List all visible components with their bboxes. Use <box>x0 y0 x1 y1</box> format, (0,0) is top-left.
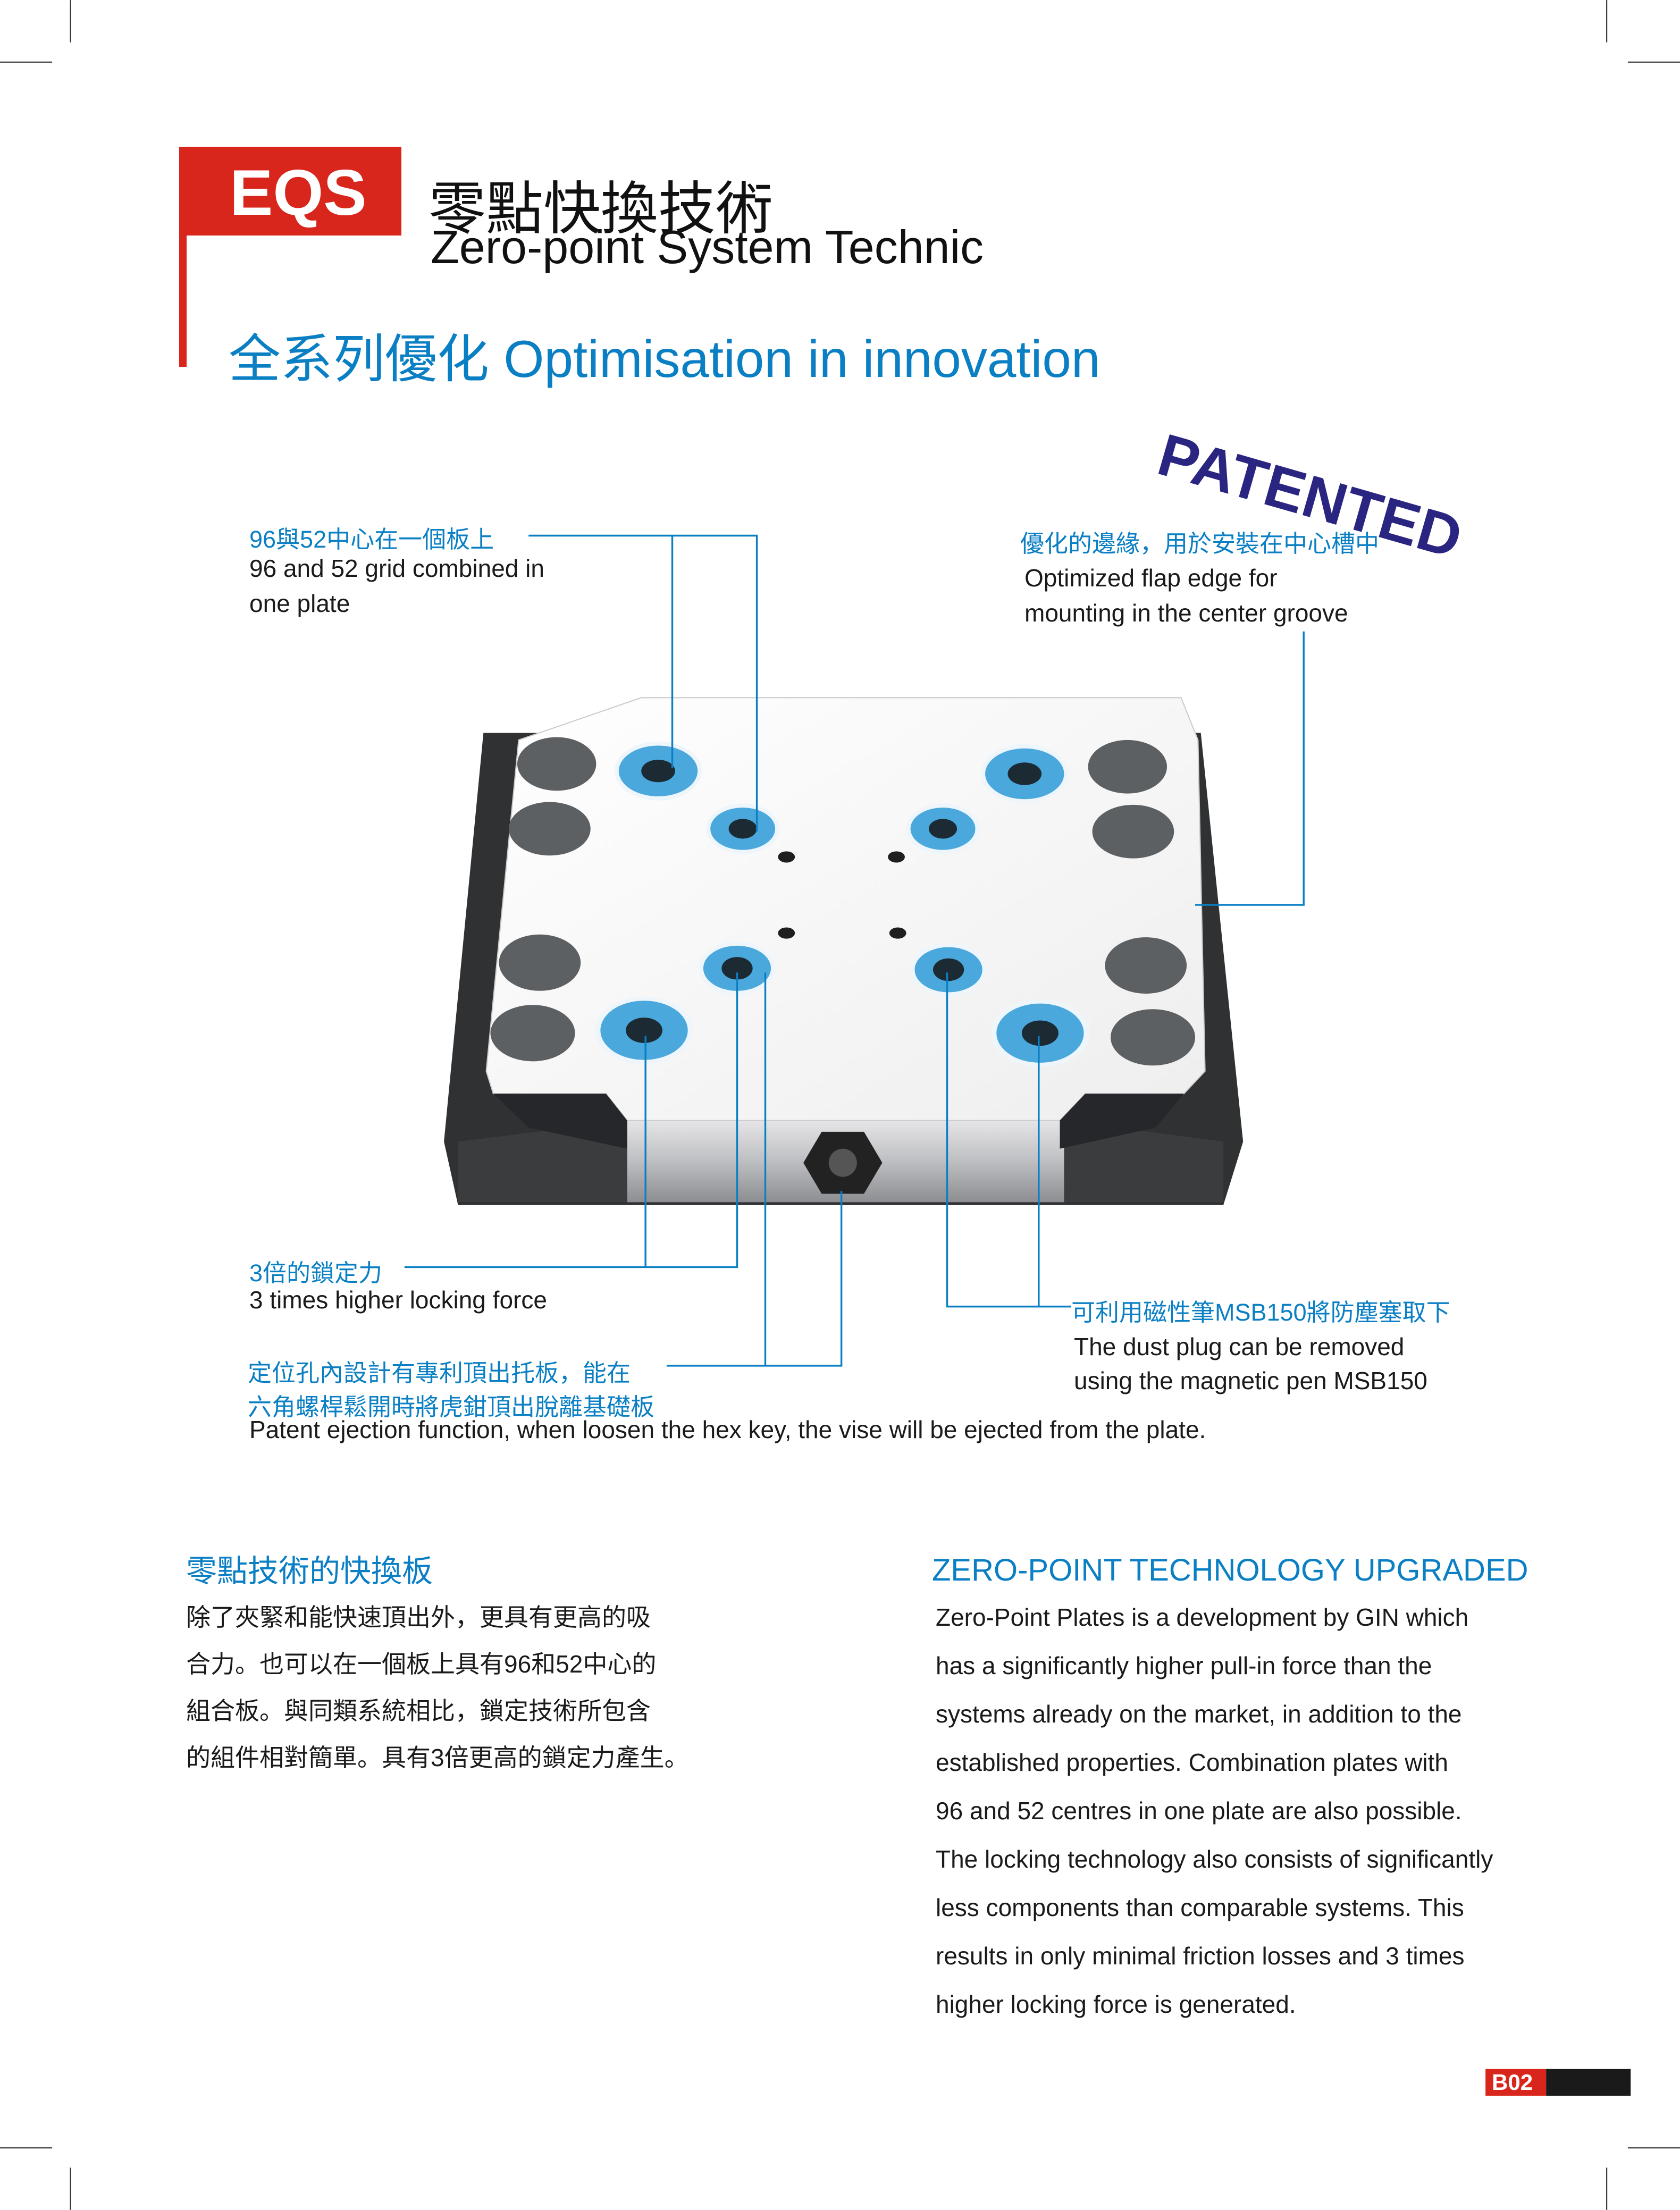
callout-dust-plug-en-1: The dust plug can be removed <box>1074 1333 1405 1360</box>
callout-grid-en-2: one plate <box>249 590 350 617</box>
callout-ejection-cn-1: 定位孔內設計有專利頂出托板，能在 <box>248 1359 631 1386</box>
callout-locking-cn: 3倍的鎖定力 <box>249 1259 383 1287</box>
mounting-holes <box>490 737 1196 1066</box>
body-line: 合力。也可以在一個板上具有96和52中心的 <box>186 1650 657 1678</box>
callout-ejection-en: Patent ejection function, when loosen th… <box>249 1416 1206 1443</box>
section-en-heading: ZERO-POINT TECHNOLOGY UPGRADED <box>932 1553 1528 1587</box>
body-line: The locking technology also consists of … <box>936 1845 1493 1873</box>
callout-grid-cn: 96與52中心在一個板上 <box>249 526 494 553</box>
body-line: 96 and 52 centres in one plate are also … <box>936 1797 1462 1825</box>
body-line: Zero-Point Plates is a development by GI… <box>936 1603 1469 1631</box>
callout-flap-cn: 優化的邊緣，用於安裝在中心槽中 <box>1020 530 1380 557</box>
page-title-en: Zero-point System Technic <box>431 221 984 273</box>
body-line: systems already on the market, in additi… <box>936 1700 1462 1728</box>
callout-dust-plug-cn: 可利用磁性筆MSB150將防塵塞取下 <box>1071 1299 1450 1326</box>
body-line: higher locking force is generated. <box>936 1990 1296 2018</box>
eqs-badge-label: EQS <box>230 156 367 229</box>
body-line: 的組件相對簡單。具有3倍更高的鎖定力產生。 <box>186 1744 689 1771</box>
section-cn-body: 除了夾緊和能快速頂出外，更具有更高的吸 合力。也可以在一個板上具有96和52中心… <box>186 1594 689 1781</box>
body-line: has a significantly higher pull-in force… <box>936 1652 1432 1679</box>
body-line: results in only minimal friction losses … <box>936 1942 1465 1970</box>
callout-ejection-cn-2: 六角螺桿鬆開時將虎鉗頂出脫離基礎板 <box>248 1393 655 1421</box>
body-line: 除了夾緊和能快速頂出外，更具有更高的吸 <box>186 1603 651 1631</box>
callout-grid-en-1: 96 and 52 grid combined in <box>249 554 544 582</box>
callout-flap-en-2: mounting in the center groove <box>1024 599 1348 627</box>
page-number-tab <box>1485 2069 1631 2096</box>
body-line: 組合板。與同類系統相比，鎖定技術所包含 <box>186 1697 651 1725</box>
locating-dots <box>778 851 906 939</box>
body-line: established properties. Combination plat… <box>936 1749 1448 1776</box>
section-cn-heading: 零點技術的快換板 <box>186 1554 433 1589</box>
callout-dust-plug-en-2: using the magnetic pen MSB150 <box>1074 1367 1427 1394</box>
leader-lines <box>404 534 1305 1367</box>
section-subtitle: 全系列優化 Optimisation in innovation <box>229 330 1101 388</box>
page-title-cn: 零點快換技術 <box>429 177 774 241</box>
hex-nut-icon <box>803 1131 883 1194</box>
body-line: less components than comparable systems.… <box>936 1894 1464 1921</box>
clamping-pins <box>594 741 1090 1067</box>
callout-locking-en: 3 times higher locking force <box>249 1286 547 1314</box>
section-en-body: Zero-Point Plates is a development by GI… <box>936 1593 1493 2029</box>
callout-flap-en-1: Optimized flap edge for <box>1024 564 1278 592</box>
page-code: B02 <box>1492 2070 1533 2095</box>
eqs-badge <box>179 147 401 236</box>
